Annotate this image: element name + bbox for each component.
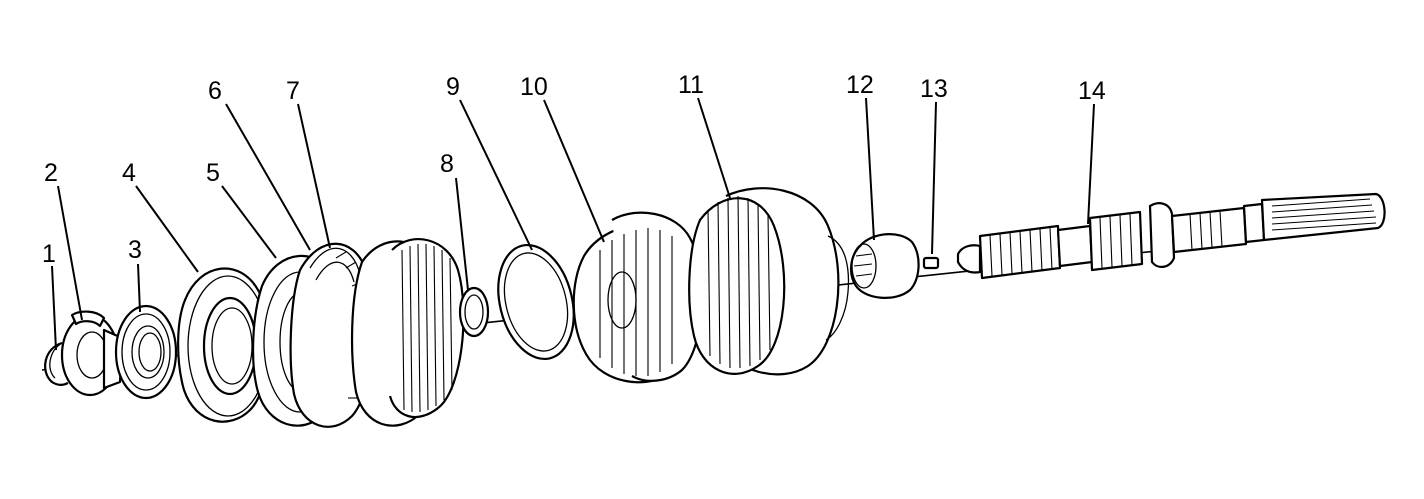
callout-13: 13 (920, 75, 948, 103)
part-4-pressure-plate (177, 267, 271, 423)
callout-1: 1 (42, 240, 56, 268)
callout-12: 12 (846, 71, 874, 99)
callout-9: 9 (446, 73, 460, 101)
leader-2 (57, 185, 83, 321)
part-2-retainer-clip (60, 310, 124, 397)
part-3-bearing (114, 304, 178, 400)
leader-3 (137, 263, 141, 313)
callout-7: 7 (286, 77, 300, 105)
callout-4: 4 (122, 159, 136, 187)
part-8-snap-ring (458, 286, 490, 338)
leader-14 (1087, 103, 1095, 225)
callout-14: 14 (1078, 77, 1106, 105)
leader-11 (697, 97, 731, 199)
leader-12 (865, 97, 875, 241)
leader-9 (459, 99, 533, 251)
callout-6: 6 (208, 77, 222, 105)
leader-10 (543, 99, 605, 243)
leader-1 (51, 265, 57, 351)
part-9-seal-ring (497, 243, 575, 361)
leader-7 (297, 103, 331, 249)
callout-5: 5 (206, 159, 220, 187)
part-13-plug (922, 256, 940, 270)
part-12-bushing (850, 233, 920, 299)
callout-labels: 1 2 3 4 5 6 7 8 9 10 11 12 13 14 (42, 71, 1106, 268)
leader-6 (225, 103, 311, 251)
part-11-clutch-drum (688, 187, 850, 376)
callout-3: 3 (128, 236, 142, 264)
part-10-clutch-hub (572, 211, 704, 384)
leader-13 (931, 101, 937, 255)
callout-8: 8 (440, 150, 454, 178)
clutch-plates-stack (350, 238, 465, 427)
leader-8 (455, 177, 469, 291)
leader-5 (221, 185, 277, 259)
leader-lines (51, 97, 1095, 351)
leader-4 (135, 185, 199, 273)
callout-10: 10 (520, 73, 548, 101)
callout-11: 11 (678, 71, 704, 99)
callout-2: 2 (44, 159, 58, 187)
part-14-input-shaft (956, 192, 1386, 280)
part-6-7-clutch-pack (289, 242, 375, 428)
